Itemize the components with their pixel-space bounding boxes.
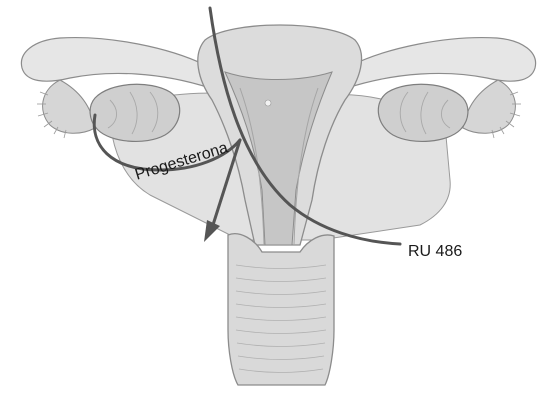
cervix-vagina xyxy=(228,234,334,385)
left-ovary xyxy=(90,84,180,141)
left-fimbriae xyxy=(43,80,95,133)
embryo-dot xyxy=(265,100,271,106)
ru486-label: RU 486 xyxy=(408,243,462,260)
left-fallopian-tube xyxy=(21,38,210,88)
right-fallopian-tube xyxy=(347,38,536,88)
right-fimbriae xyxy=(463,80,515,133)
right-ovary xyxy=(378,84,468,141)
